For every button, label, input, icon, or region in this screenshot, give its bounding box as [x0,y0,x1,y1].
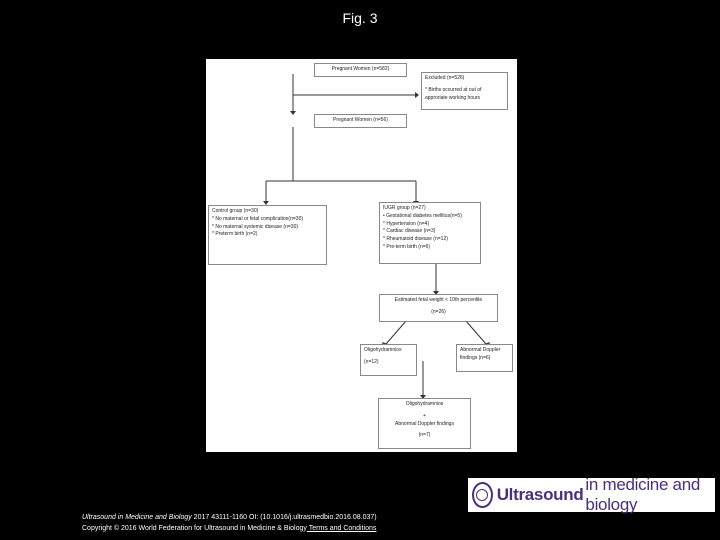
box-pregnant-women-top: Pregnant Women (n=582) [314,63,407,77]
box-control-group: Control group (n=30) * No maternal or fe… [208,205,327,265]
box-iugr-line: * Rheumatoid disease (n=12) [383,236,448,242]
box-control-line: * Preterm birth (n=2) [212,231,258,238]
box-combined-findings: Oligohydramnios + Abnormal Doppler findi… [378,398,471,449]
box-pregnant-women-mid-text: Pregnant Women (n=56) [333,117,388,123]
box-abnormal-doppler: Abnormal Doppler findings (n=6) [456,344,513,372]
arrowhead-efw [433,291,439,295]
box-oligo-line: Oligohydramnios [364,347,402,353]
terms-and-conditions-link[interactable]: Terms and Conditions [306,525,377,532]
box-pregnant-women-top-text: Pregnant Women (n=582) [331,66,390,72]
box-excluded-line: Excluded (n=526) [425,75,465,81]
citation-line-2: Copyright © 2016 World Federation for Ul… [82,523,377,534]
citation-details: 2017 43111-1160 OI: (10.1016/j.ultrasmed… [191,514,377,521]
box-combined-line: (n=7) [418,432,431,439]
box-iugr-group: IUGR group (n=27) • Gestational diabetes… [379,202,481,264]
box-estimated-fetal-weight: Estimated fetal weight < 10th percentile… [379,294,498,322]
box-oligo-line: (n=12) [364,358,379,365]
box-combined-line: Abnormal Doppler findings [395,420,454,427]
box-control-line: Control group (n=30) [212,208,259,214]
connector-efw-right [465,320,487,345]
box-oligohydramnios: Oligohydramnios (n=12) [360,344,417,376]
box-control-line: * No maternal or fetal complication(n=30… [212,215,304,222]
box-iugr-line: IUGR group (n=27) [383,205,426,211]
box-control-line: * No maternal systemic disease (n=30) [212,223,299,230]
box-iugr-line: • Gestational diabetes mellitus(n=5) [383,212,462,219]
citation-line-1: Ultrasound in Medicine and Biology 2017 … [82,512,377,523]
journal-logo[interactable]: Ultrasound in medicine and biology [468,475,715,514]
arrowhead-control [263,201,269,205]
logo-word-ultrasound: Ultrasound [496,485,584,504]
box-excluded: Excluded (n=526) * Births occurred at ou… [421,72,508,110]
box-combined-line: + [423,412,426,419]
arrowhead-excluded [415,92,419,98]
connector-efw-left [385,320,407,345]
box-efw-line: (n=26) [431,308,446,315]
box-combined-line: Oligohydramnios [405,401,444,407]
arrowhead-combined [420,395,426,399]
journal-seal-icon [472,482,493,508]
box-doppler-line: findings (n=6) [460,354,491,361]
box-doppler-line: Abnormal Doppler [460,347,501,353]
box-excluded-line: * Births occurred at out of [425,86,482,93]
citation-copyright: Copyright © 2016 World Federation for Ul… [82,525,307,532]
logo-word-rest: in medicine and biology [585,475,700,514]
box-iugr-line: * Cardiac disease (n=3) [383,228,436,235]
box-iugr-line: * Hypertension (n=4) [383,220,429,227]
box-pregnant-women-mid: Pregnant Women (n=56) [314,114,407,128]
box-efw-line: Estimated fetal weight < 10th percentile [394,297,483,303]
citation-journal: Ultrasound in Medicine and Biology [82,514,192,521]
arrowhead-pregnant-mid [290,111,296,115]
box-excluded-line: approriate working hours [425,94,481,101]
box-iugr-line: * Pre-term birth (n=6) [383,243,431,250]
flowchart-figure: Pregnant Women (n=582) Excluded (n=526) … [206,59,517,452]
citation: Ultrasound in Medicine and Biology 2017 … [82,512,377,534]
slide-title: Fig. 3 [342,10,378,26]
